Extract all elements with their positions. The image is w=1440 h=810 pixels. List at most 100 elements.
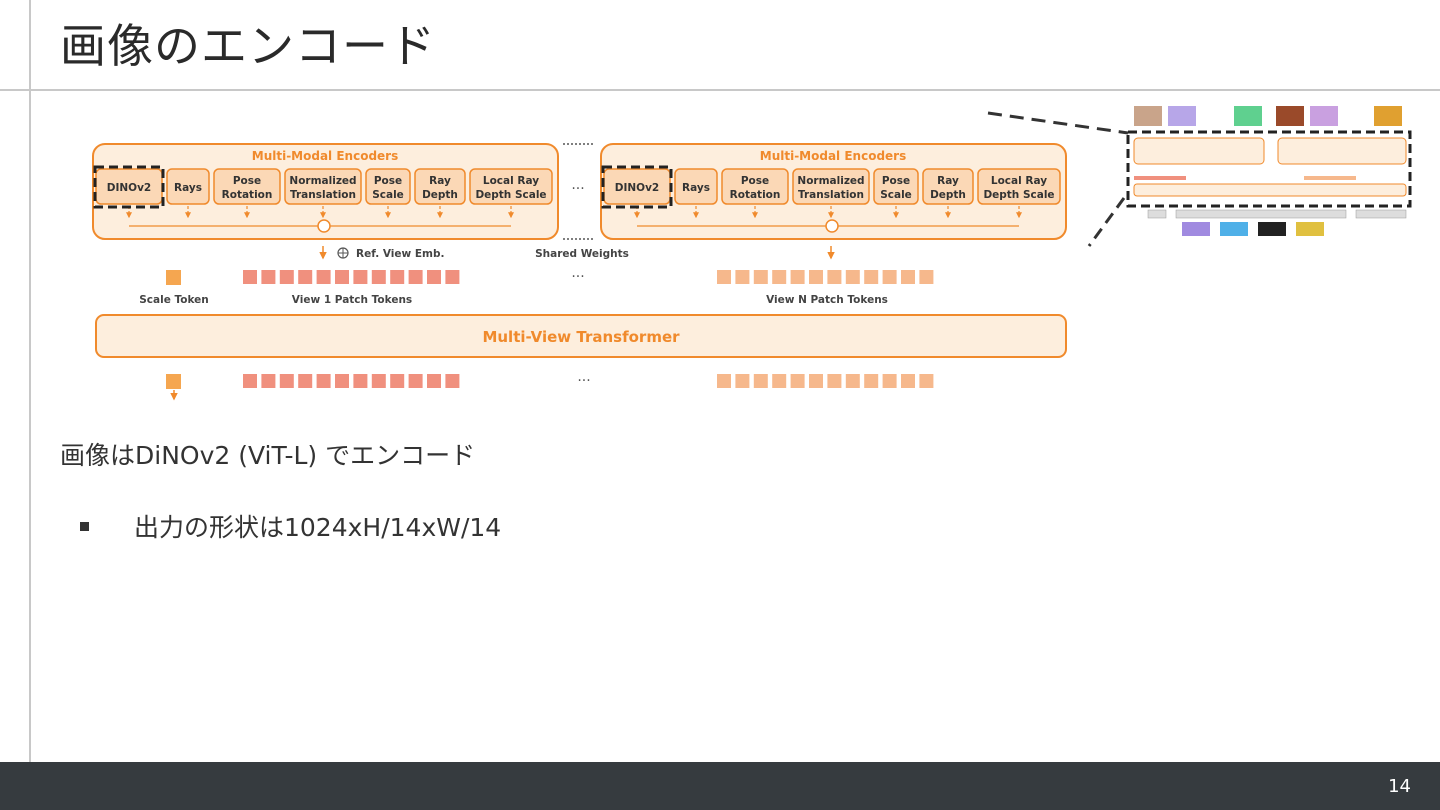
view1-label: View 1 Patch Tokens xyxy=(292,294,412,306)
patch-token xyxy=(408,374,423,388)
patch-token xyxy=(316,270,331,284)
patch-token xyxy=(316,374,331,388)
encoder-module-box xyxy=(721,168,789,205)
patch-token xyxy=(390,374,405,388)
viewN-label: View N Patch Tokens xyxy=(766,294,888,306)
scale-token-bottom xyxy=(166,374,181,389)
patch-token xyxy=(243,374,257,388)
encoder-module-label: Depth Scale xyxy=(983,189,1054,201)
encoder-module-label: Translation xyxy=(798,189,864,201)
encoder-module-label: Rays xyxy=(682,182,710,194)
patch-token xyxy=(371,270,386,284)
encoder-module-box xyxy=(213,168,281,205)
full-architecture-thumbnail xyxy=(1126,106,1412,236)
patch-token xyxy=(901,270,915,284)
patch-token xyxy=(427,270,441,284)
patch-token xyxy=(335,270,349,284)
patch-token xyxy=(809,270,823,284)
patch-token xyxy=(882,270,897,284)
encoder-title-right: Multi-Modal Encoders xyxy=(760,149,906,163)
encoder-module-label: Normalized xyxy=(797,175,864,187)
patch-token xyxy=(408,270,423,284)
dinov2-highlight-right xyxy=(601,165,673,209)
patch-token xyxy=(790,374,805,388)
viewN-tokens-bottom xyxy=(717,374,934,388)
encoder-module-label: Local Ray xyxy=(991,175,1047,187)
ellipsis-encoders: ··· xyxy=(571,181,584,197)
view1-tokens-top xyxy=(243,270,460,284)
encoder-module-box xyxy=(414,168,466,205)
footer-bar: 14 xyxy=(0,762,1440,810)
patch-token xyxy=(827,270,842,284)
patch-token xyxy=(772,270,787,284)
patch-token xyxy=(735,270,750,284)
encoder-module-label: Rays xyxy=(174,182,202,194)
patch-token xyxy=(901,374,915,388)
page-number: 14 xyxy=(1388,776,1411,797)
encoder-module-label: Depth xyxy=(930,189,966,201)
encoder-module-box xyxy=(674,168,718,205)
patch-token xyxy=(809,374,823,388)
title-divider xyxy=(0,89,1440,91)
patch-token xyxy=(772,374,787,388)
patch-token xyxy=(827,374,842,388)
merge-plus-icon xyxy=(317,219,331,233)
scale-token-label: Scale Token xyxy=(139,294,209,306)
callout-line-top xyxy=(987,111,1129,135)
patch-token xyxy=(353,270,368,284)
encoder-module-label: Ray xyxy=(429,175,451,187)
encoder-module-label: Pose xyxy=(741,175,769,187)
view1-tokens-bottom xyxy=(243,374,460,388)
slide-title: 画像のエンコード xyxy=(60,19,436,73)
patch-token xyxy=(882,374,897,388)
scale-token-top xyxy=(166,270,181,285)
patch-token xyxy=(279,374,294,388)
encoder-module-box xyxy=(469,168,553,205)
encoder-module-label: Depth Scale xyxy=(475,189,546,201)
encoder-module-box xyxy=(792,168,870,205)
patch-token xyxy=(717,374,731,388)
patch-token xyxy=(427,374,441,388)
patch-token xyxy=(790,270,805,284)
encoder-module-box xyxy=(977,168,1061,205)
body-text: 画像はDiNOv2 (ViT-L) でエンコード xyxy=(60,441,476,470)
callout-line-bottom xyxy=(1087,197,1126,247)
encoder-module-label: Scale xyxy=(880,189,912,201)
encoder-module-label: Translation xyxy=(290,189,356,201)
merge-plus-icon xyxy=(825,219,839,233)
patch-token xyxy=(261,374,276,388)
viewN-tokens-top xyxy=(717,270,934,284)
ref-view-label: Ref. View Emb. xyxy=(356,248,444,260)
patch-token xyxy=(298,374,313,388)
bullet-text: 出力の形状は1024xH/14xW/14 xyxy=(134,513,502,542)
patch-token xyxy=(864,270,879,284)
patch-token xyxy=(371,374,386,388)
patch-token xyxy=(335,374,349,388)
ellipsis-tokens-top: ··· xyxy=(571,269,584,285)
bullet-square-icon xyxy=(80,521,89,531)
encoder-module-label: Scale xyxy=(372,189,404,201)
patch-token xyxy=(261,270,276,284)
encoder-module-label: DINOv2 xyxy=(615,182,660,194)
patch-token xyxy=(919,270,934,284)
zoom-callout-lines xyxy=(987,111,1129,247)
patch-token xyxy=(919,374,934,388)
patch-token xyxy=(735,374,750,388)
bullet-item: 出力の形状は1024xH/14xW/14 xyxy=(80,508,501,544)
patch-token xyxy=(298,270,313,284)
encoder-module-label: Normalized xyxy=(289,175,356,187)
encoder-module-label: Ray xyxy=(937,175,959,187)
patch-token xyxy=(390,270,405,284)
patch-token xyxy=(445,374,460,388)
left-guide-line xyxy=(29,0,31,762)
patch-token xyxy=(845,374,860,388)
encoder-module-label: Depth xyxy=(422,189,458,201)
encoder-module-box xyxy=(284,168,362,205)
patch-token xyxy=(717,270,731,284)
patch-token xyxy=(845,270,860,284)
patch-token xyxy=(753,270,768,284)
